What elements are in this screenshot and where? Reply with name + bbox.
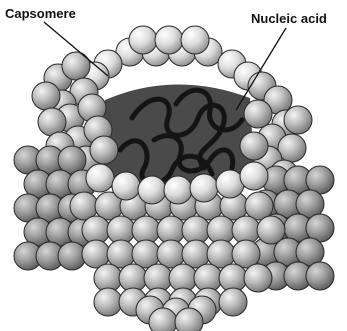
capsomere: [129, 26, 157, 54]
capsomere: [155, 26, 183, 54]
capsomere: [90, 136, 118, 164]
capsomere: [284, 106, 312, 134]
nucleic-acid-label: Nucleic acid: [251, 12, 327, 25]
edge-capsomere: [240, 162, 268, 190]
capsomere: [32, 82, 60, 110]
capsomere-label: Capsomere: [5, 7, 76, 20]
edge-capsomere: [86, 164, 114, 192]
capsomere: [219, 288, 247, 316]
capsomere: [181, 26, 209, 54]
capsomere: [175, 308, 203, 331]
capsomere: [244, 264, 272, 292]
capsomere: [240, 132, 268, 160]
edge-capsomere: [164, 176, 192, 204]
capsomere: [257, 216, 285, 244]
edge-capsomere: [190, 174, 218, 202]
edge-capsomere: [112, 172, 140, 200]
edge-capsomere: [138, 176, 166, 204]
capsomere: [149, 308, 177, 331]
capsomere: [306, 262, 334, 290]
capsomere: [244, 100, 272, 128]
capsomere: [62, 52, 90, 80]
capsomere: [94, 288, 122, 316]
